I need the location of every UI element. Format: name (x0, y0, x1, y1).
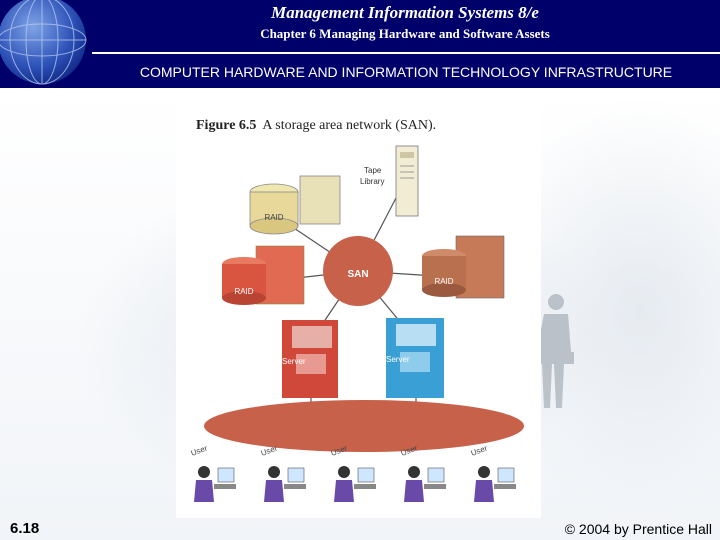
user-workstation: User (470, 444, 516, 502)
globe-icon (0, 0, 87, 85)
san-hub (323, 236, 393, 306)
user-label: User (470, 444, 489, 458)
businessman-watermark-icon (536, 294, 574, 408)
server-label-red: Server (282, 357, 306, 366)
user-workstation: User (400, 444, 446, 502)
raid-unit-brown: RAID (422, 235, 505, 299)
user-workstation: User (190, 444, 236, 502)
library-label: Library (360, 177, 384, 186)
user-workstation: User (330, 444, 376, 502)
slide-number: 6.18 (10, 520, 40, 537)
header-divider (92, 52, 720, 54)
raid-unit-red: RAID (222, 245, 305, 305)
raid-label-yellow: RAID (264, 213, 283, 222)
san-label: SAN (347, 269, 368, 280)
tape-library: Tape Library (360, 145, 419, 217)
user-workstation: User (260, 444, 306, 502)
figure-caption: Figure 6.5 A storage area network (SAN). (196, 118, 436, 134)
tape-label: Tape (364, 166, 382, 175)
chapter-subtitle: Chapter 6 Managing Hardware and Software… (260, 26, 550, 41)
raid-label-red: RAID (234, 287, 253, 296)
raid-label-brown: RAID (434, 277, 453, 286)
user-label: User (190, 444, 209, 458)
san-diagram: SAN Tape Library RAID RAID (190, 145, 524, 502)
figure-label: Figure 6.5 (196, 118, 257, 133)
user-workstations: User User User User (190, 444, 516, 502)
server-red: Server (282, 320, 338, 398)
server-blue: Server (386, 318, 444, 398)
figure-caption-text: A storage area network (SAN). (262, 118, 437, 133)
network-oval (204, 400, 524, 452)
raid-unit-yellow: RAID (249, 175, 341, 235)
copyright-notice: © 2004 by Prentice Hall (564, 521, 712, 537)
section-heading: COMPUTER HARDWARE AND INFORMATION TECHNO… (139, 64, 673, 80)
slide-title: Management Information Systems 8/e (271, 3, 539, 22)
slide-header: Management Information Systems 8/e Chapt… (0, 0, 720, 88)
server-label-blue: Server (386, 355, 410, 364)
